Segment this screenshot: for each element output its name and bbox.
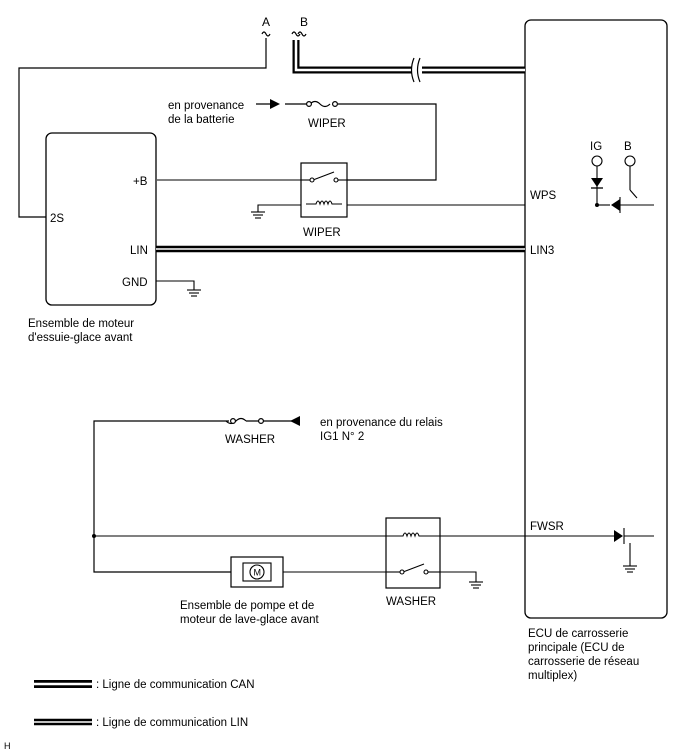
- washer-relay-contact-right: [423, 569, 429, 575]
- battery-source-label-1: en provenance: [168, 100, 244, 112]
- wiper-motor-label-1: Ensemble de moteur: [28, 318, 134, 330]
- ecu-label-3: carrosserie de réseau: [528, 656, 639, 668]
- washer-relay-contact-left: [399, 569, 405, 575]
- ecu-pin-wps: WPS: [530, 190, 557, 202]
- ecu-wps-circuit: [591, 155, 654, 213]
- motor-ground: [156, 280, 201, 297]
- motor-pin-power: +B: [133, 176, 148, 188]
- ecu-label-2: principale (ECU de: [528, 642, 625, 654]
- wiper-relay-internals: [157, 171, 525, 219]
- washer-relay-label: WASHER: [386, 596, 436, 608]
- wiper-fuse-terminal-left: [306, 100, 313, 107]
- ecu-b-label: B: [624, 141, 632, 153]
- washer-relay-wiring: [94, 535, 525, 589]
- washer-pump-label-1: Ensemble de pompe et de: [180, 600, 314, 612]
- washer-relay-internals: [386, 532, 440, 573]
- battery-feed-arrow: [270, 99, 280, 109]
- motor-pin-lin: LIN: [130, 245, 148, 257]
- can-bus-line: [291, 31, 525, 83]
- washer-source-label-2: IG1 N° 2: [320, 431, 364, 443]
- ecu-label-1: ECU de carrosserie: [528, 628, 628, 640]
- connector-b-label: B: [300, 15, 308, 29]
- connector-a-label: A: [262, 15, 270, 29]
- ecu-pin-fwsr: FWSR: [530, 521, 564, 533]
- legend-can-text: : Ligne de communication CAN: [96, 679, 255, 691]
- ecu-wps-diode: [611, 199, 620, 211]
- connector-a-wire: [18, 31, 271, 218]
- wiper-relay-contact-right: [333, 177, 339, 183]
- motor-pin-2s: 2S: [50, 213, 64, 225]
- main-body-ecu-box: [524, 19, 668, 619]
- washer-feed-arrow: [290, 416, 300, 426]
- ecu-fwsr-circuit: [525, 528, 654, 573]
- ecu-fwsr-diode: [614, 530, 623, 542]
- wiper-fuse-label: WIPER: [308, 118, 346, 130]
- wiper-relay-contact-left: [309, 177, 315, 183]
- wiper-relay-label: WIPER: [303, 227, 341, 239]
- motor-pin-gnd: GND: [122, 277, 148, 289]
- ecu-wps-junction: [595, 203, 599, 207]
- wiper-motor-label-2: d'essuie-glace avant: [28, 332, 133, 344]
- washer-relay-box: [385, 517, 441, 589]
- washer-pump-motor-letter: M: [254, 568, 262, 578]
- battery-source-label-2: de la batterie: [168, 114, 235, 126]
- washer-fuse-label: WASHER: [225, 434, 275, 446]
- ecu-ig-diode: [591, 178, 603, 187]
- ecu-ig-label: IG: [590, 141, 602, 153]
- ecu-label-4: multiplex): [528, 670, 577, 682]
- washer-fuse-terminal-right: [258, 418, 265, 425]
- washer-junction: [92, 534, 96, 538]
- washer-source-label-1: en provenance du relais: [320, 417, 443, 429]
- wiper-fuse-terminal-right: [332, 100, 339, 107]
- ecu-pin-lin3: LIN3: [530, 245, 554, 257]
- washer-pump-motor-symbol: [249, 564, 265, 580]
- wiper-motor-box: [45, 132, 157, 306]
- corner-mark: H: [4, 741, 11, 751]
- washer-fuse-terminal-left: [230, 418, 237, 425]
- washer-pump-label-2: moteur de lave-glace avant: [180, 614, 320, 626]
- wiper-relay-box: [300, 162, 348, 218]
- legend-lin-text: : Ligne de communication LIN: [96, 717, 248, 729]
